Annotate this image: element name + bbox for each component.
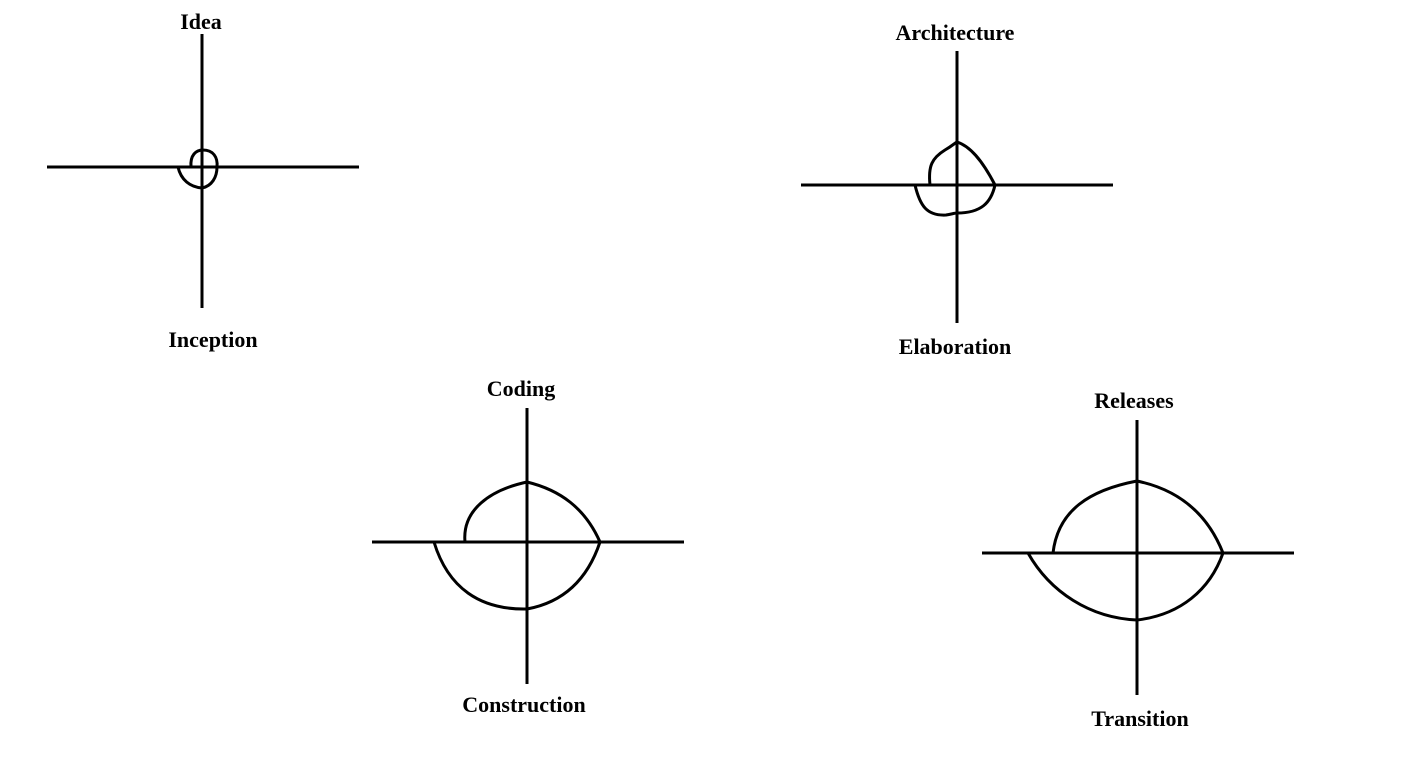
coding-label: Coding bbox=[487, 376, 555, 401]
transition-diagram: Releases Transition bbox=[982, 388, 1294, 731]
inception-diagram: Idea Inception bbox=[47, 9, 359, 352]
elaboration-upper-curve bbox=[928, 140, 997, 186]
inception-label: Inception bbox=[168, 327, 257, 352]
elaboration-label: Elaboration bbox=[899, 334, 1011, 359]
architecture-label: Architecture bbox=[896, 20, 1015, 45]
idea-label: Idea bbox=[180, 9, 222, 34]
transition-label: Transition bbox=[1091, 706, 1188, 731]
construction-upper-curve bbox=[463, 480, 602, 543]
elaboration-lower-curve bbox=[913, 184, 997, 217]
transition-upper-curve bbox=[1051, 479, 1225, 554]
releases-label: Releases bbox=[1094, 388, 1174, 413]
construction-label: Construction bbox=[462, 692, 585, 717]
construction-lower-curve bbox=[432, 541, 602, 611]
transition-lower-curve bbox=[1026, 552, 1225, 622]
construction-diagram: Coding Construction bbox=[372, 376, 684, 717]
inception-lower-curve bbox=[176, 166, 219, 190]
inception-upper-curve bbox=[189, 148, 219, 168]
elaboration-diagram: Architecture Elaboration bbox=[801, 20, 1113, 359]
